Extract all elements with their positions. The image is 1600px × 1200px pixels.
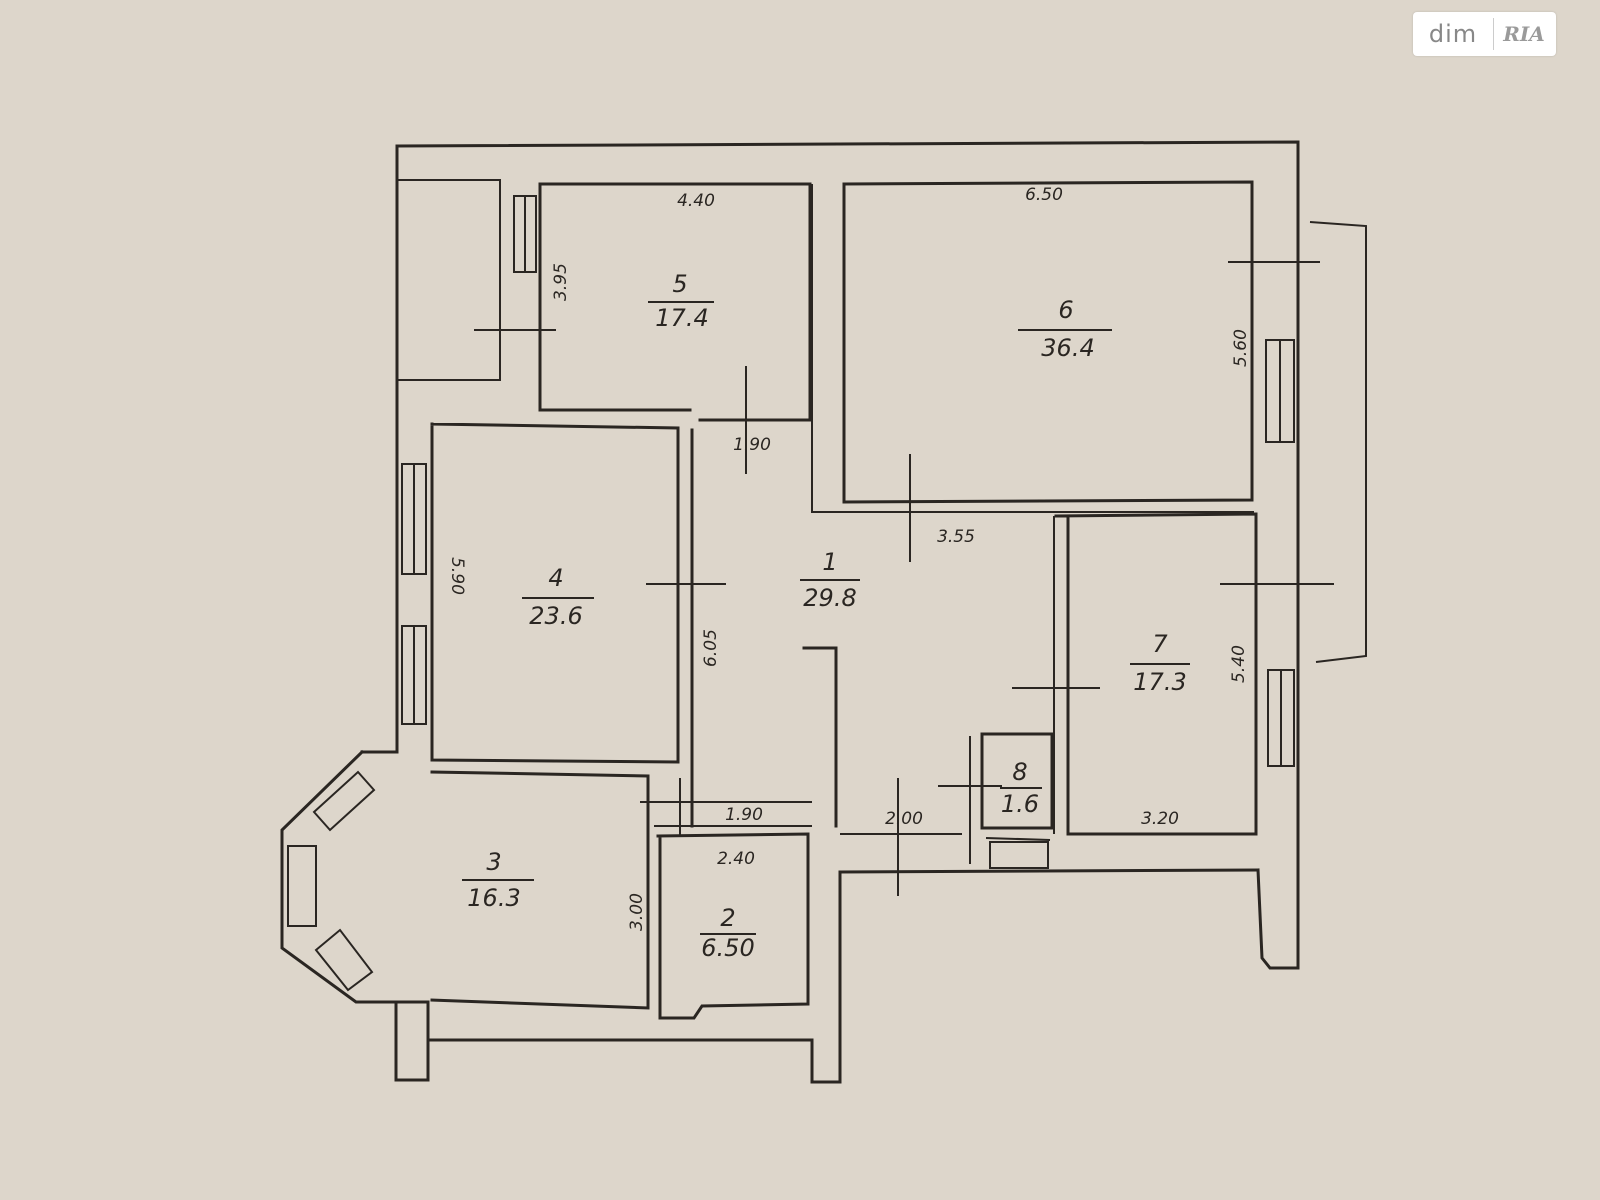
dim-room6-bottom: 3.55 (937, 527, 975, 547)
svg-text:1: 1 (822, 548, 837, 576)
dim-room6-height: 5.60 (1231, 329, 1251, 367)
dimension-labels: 4.40 3.95 6.50 5.60 1.90 3.55 5.90 6.05 … (447, 185, 1251, 931)
door-markers (474, 261, 1334, 896)
svg-text:23.6: 23.6 (529, 602, 582, 630)
dim-room5-height: 3.95 (551, 263, 571, 301)
dim-room4-right: 6.05 (701, 629, 721, 667)
dim-room6-width: 6.50 (1025, 185, 1063, 205)
room-5-label: 5 17.4 (648, 270, 714, 332)
dim-corridor-door: 1.90 (733, 435, 771, 455)
interior-walls (397, 179, 1258, 1020)
dim-hall-bottom: 2.00 (885, 809, 923, 829)
room-7-label: 7 17.3 (1130, 630, 1190, 696)
dim-room3-height: 3.00 (627, 893, 647, 931)
room-2-label: 2 6.50 (700, 904, 756, 962)
dim-room5-width: 4.40 (677, 191, 715, 211)
svg-text:6.50: 6.50 (701, 934, 754, 962)
room-labels: 1 29.8 2 6.50 3 16.3 4 23.6 5 (462, 270, 1190, 962)
svg-text:5: 5 (672, 270, 687, 298)
room-3-label: 3 16.3 (462, 848, 534, 912)
svg-text:17.4: 17.4 (655, 304, 708, 332)
svg-text:4: 4 (548, 564, 563, 592)
watermark-badge: dim RIA (1413, 12, 1556, 56)
dim-room2-top: 1.90 (725, 805, 763, 825)
svg-text:2: 2 (720, 904, 735, 932)
dim-room7-width: 3.20 (1141, 809, 1179, 829)
svg-text:17.3: 17.3 (1133, 668, 1186, 696)
dim-room2-width: 2.40 (717, 849, 755, 869)
svg-text:1.6: 1.6 (1001, 790, 1039, 818)
svg-text:3: 3 (486, 848, 501, 876)
watermark-dim: dim (1428, 20, 1478, 48)
svg-text:6: 6 (1058, 296, 1073, 324)
windows (287, 195, 1295, 992)
svg-text:8: 8 (1012, 758, 1027, 786)
svg-text:36.4: 36.4 (1041, 334, 1094, 362)
watermark-divider (1493, 18, 1494, 50)
room-6-label: 6 36.4 (1018, 296, 1112, 362)
room-1-label: 1 29.8 (800, 548, 860, 612)
outer-walls (280, 140, 1300, 1084)
svg-text:7: 7 (1152, 630, 1168, 658)
svg-text:16.3: 16.3 (467, 884, 520, 912)
room-4-label: 4 23.6 (522, 564, 594, 630)
dim-room7-height: 5.40 (1229, 645, 1249, 683)
balcony (1309, 221, 1367, 663)
dim-room4-height: 5.90 (447, 557, 467, 595)
watermark-ria-logo: RIA (1503, 22, 1545, 46)
svg-text:29.8: 29.8 (803, 584, 856, 612)
room-8-label: 8 1.6 (1000, 758, 1042, 818)
